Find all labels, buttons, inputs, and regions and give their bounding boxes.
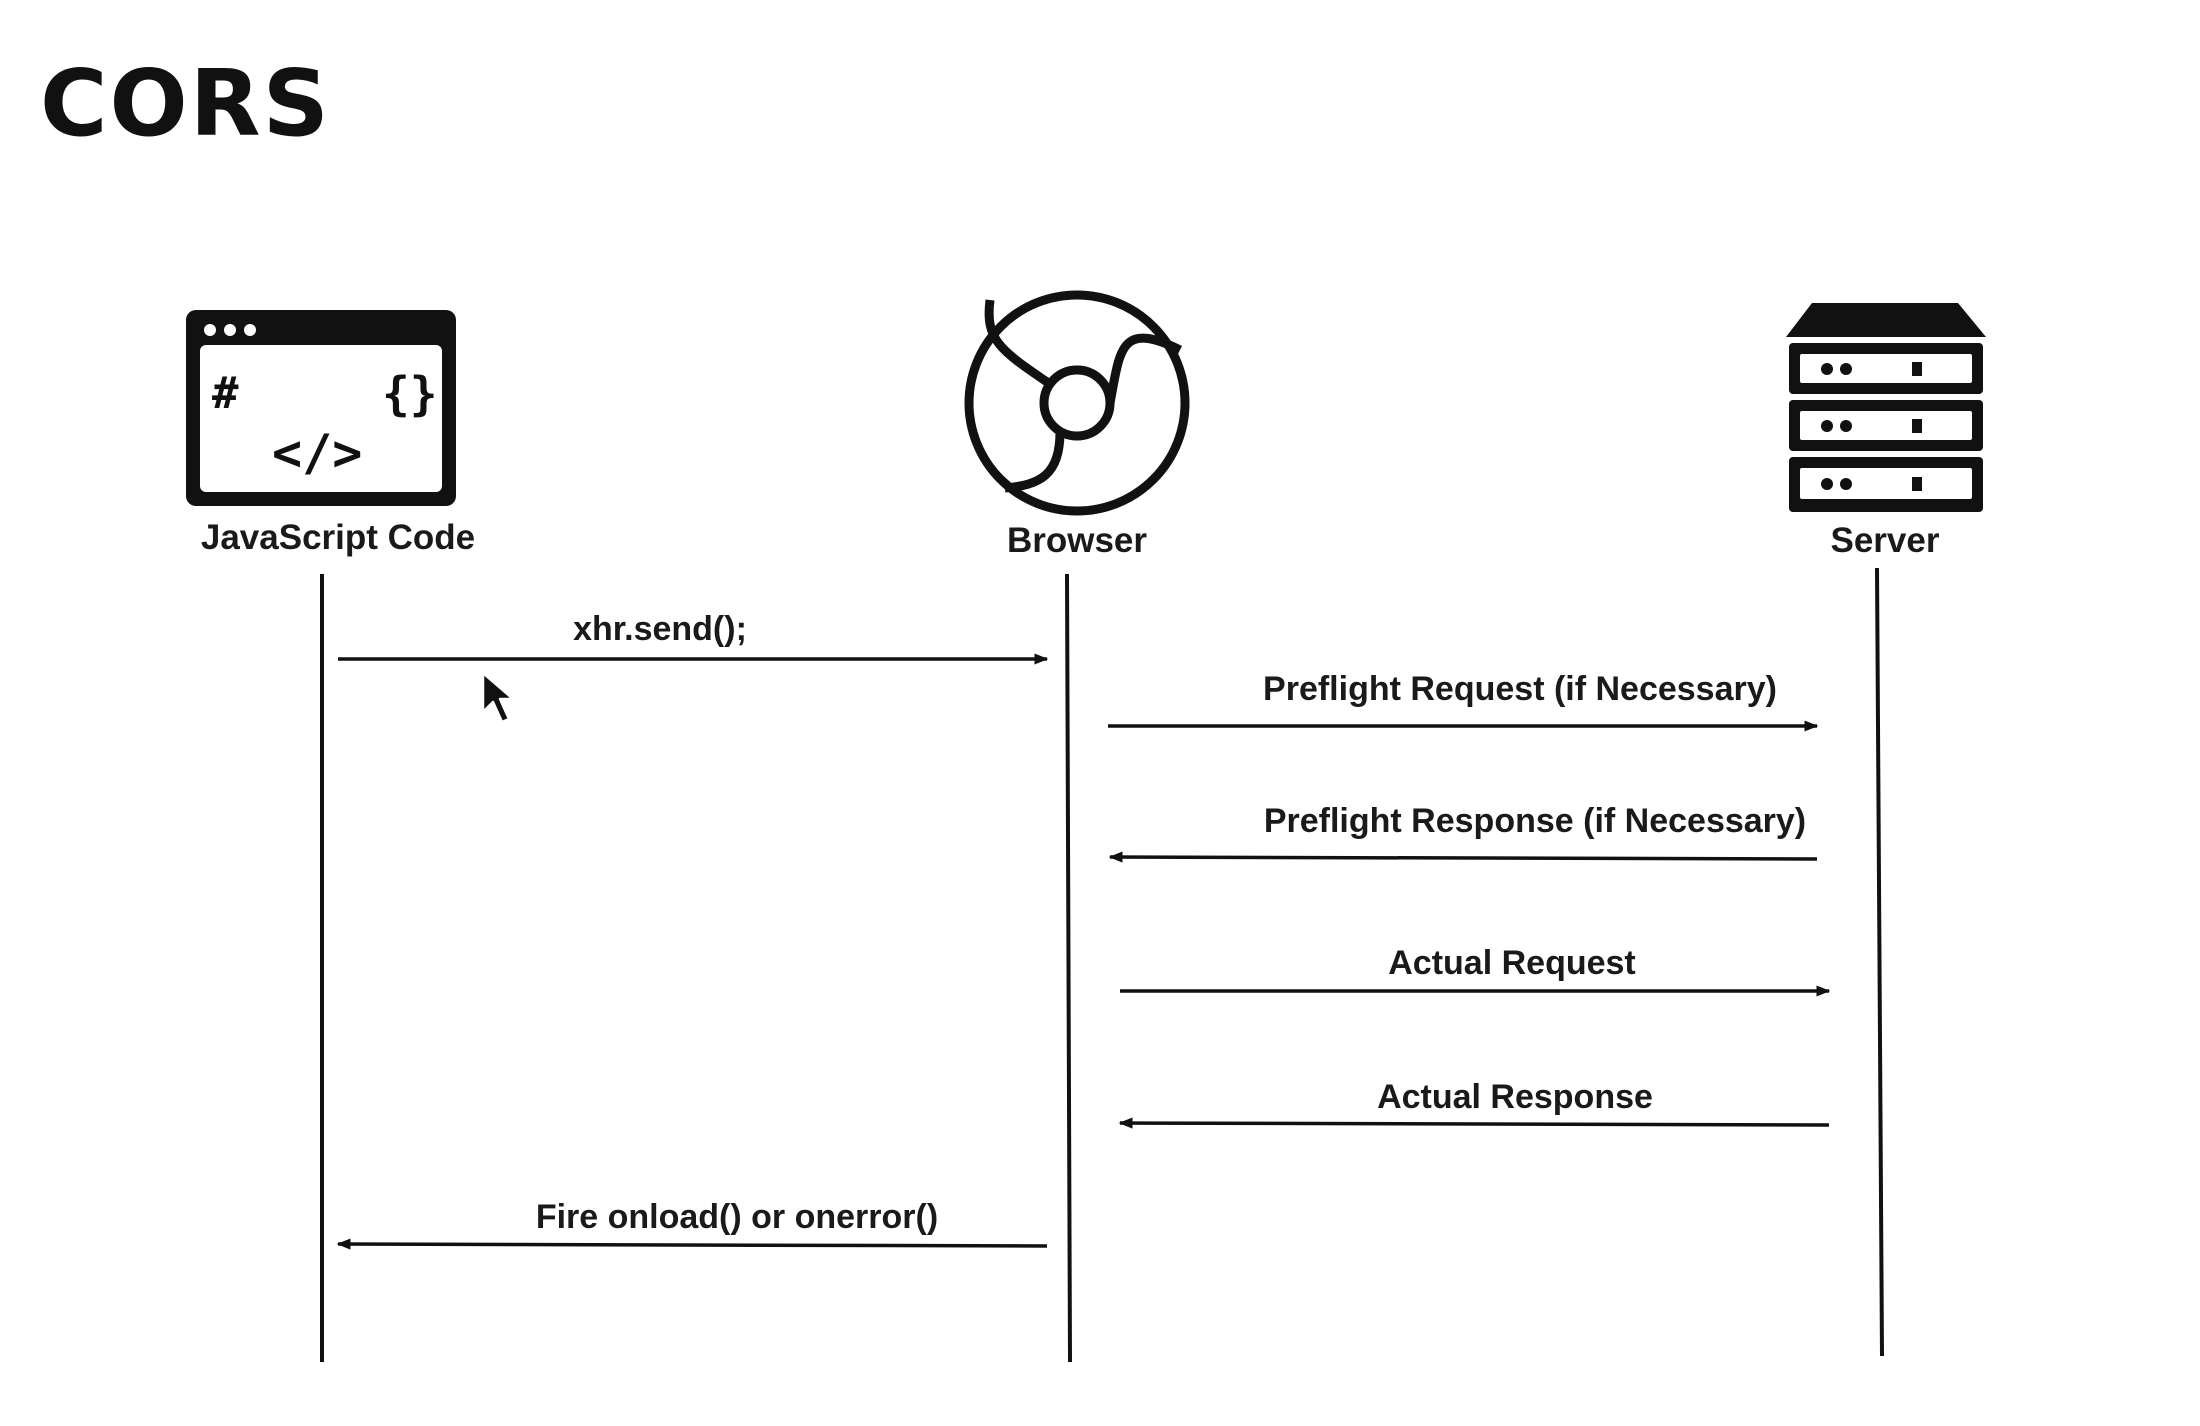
message-label: Actual Response [1377,1078,1653,1116]
server-rack-icon [1786,303,1986,512]
message-arrow [1118,1117,1830,1129]
browser-icon [964,290,1190,516]
lifeline-browser [1065,573,1072,1363]
actor-label-js: JavaScript Code [201,518,475,557]
lifeline-server [1875,567,1884,1357]
actor-label-browser: Browser [1007,521,1147,560]
actor-label-server: Server [1831,521,1940,560]
message-arrow [1108,851,1818,863]
svg-text:#: # [212,368,239,419]
mouse-pointer-icon [481,671,515,724]
message-label: Preflight Response (if Necessary) [1264,802,1806,840]
page-title: CORS [40,50,331,157]
message-label: Actual Request [1388,944,1636,982]
message-arrow [336,1238,1048,1250]
code-window-icon: # {} </> [186,310,456,506]
svg-text:{}: {} [382,367,437,421]
message-label: Preflight Request (if Necessary) [1263,670,1777,708]
message-label: Fire onload() or onerror() [536,1198,938,1236]
message-label: xhr.send(); [573,610,747,648]
svg-text:</>: </> [272,424,362,482]
